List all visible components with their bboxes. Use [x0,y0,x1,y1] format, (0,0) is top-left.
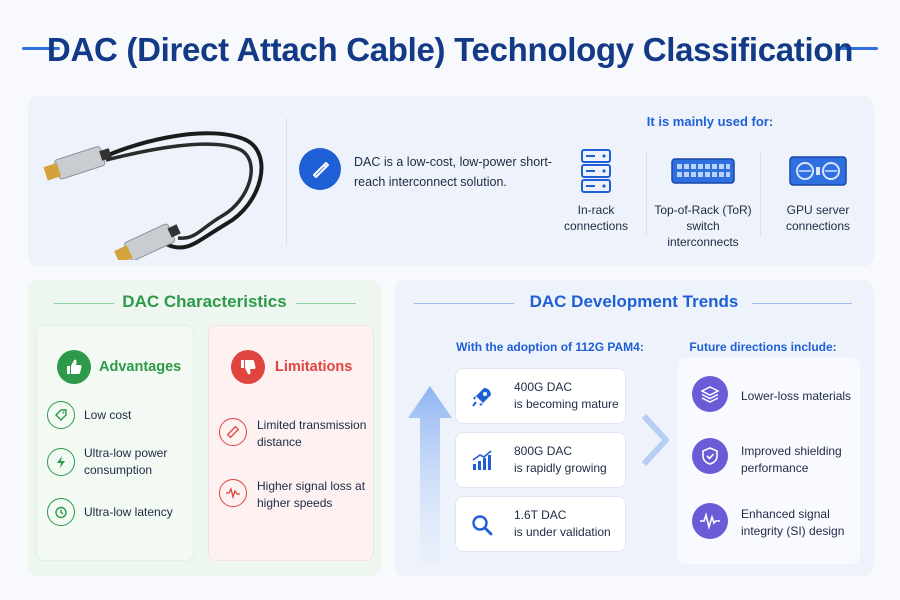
advantages-label: Advantages [99,359,182,375]
dac-cable-image [43,131,264,260]
future-directions-card: Lower-loss materials Improved shielding … [678,358,860,564]
trends-title: DAC Development Trends [529,292,739,311]
stage-status: is rapidly growing [514,461,607,475]
overview-divider [286,118,287,246]
trend-stage-800g: 800G DAC is rapidly growing [455,432,626,488]
usage-item-label: Top-of-Rack (ToR) switch interconnects [654,203,752,249]
future-text: Lower-loss materials [741,389,852,403]
stage-status: is under validation [514,525,611,539]
limitation-text: Limited transmission distance [257,418,367,449]
usage-item-label: In-rack connections [563,203,629,233]
cable-pen-icon [299,148,341,190]
layers-icon [692,376,728,412]
server-rack-icon [546,146,646,196]
chevron-right-icon [641,413,669,467]
thumbs-up-icon [57,350,91,384]
advantage-text: Ultra-low power consumption [84,446,168,477]
usage-item-tor-switch: Top-of-Rack (ToR) switch interconnects [653,146,753,250]
limitations-label: Limitations [275,359,353,375]
timer-icon [47,498,75,526]
signal-wave-icon [219,479,247,507]
stage-name: 1.6T DAC [514,508,567,522]
shield-icon [692,438,728,474]
limitation-text: Higher signal loss at higher speeds [257,479,366,510]
usage-item-in-rack: In-rack connections [546,146,646,234]
stage-name: 400G DAC [514,380,573,394]
advantage-text: Low cost [84,408,132,422]
usage-item-gpu-server: GPU server connections [768,146,868,234]
trend-stage-400g: 400G DAC is becoming mature [455,368,626,424]
title-decoration-left [22,47,60,50]
future-text: Enhanced signal integrity (SI) design [741,507,845,538]
title-decoration-right [840,47,878,50]
page-title: DAC (Direct Attach Cable) Technology Cla… [46,31,854,68]
growth-arrow-icon [408,386,452,564]
rocket-icon [468,383,496,411]
section-line [54,303,114,304]
limitations-card: Limitations Limited transmission distanc… [208,325,374,561]
usage-item-label: GPU server connections [785,203,851,233]
gpu-server-icon [768,146,868,196]
stage-name: 800G DAC [514,444,573,458]
future-text: Improved shielding performance [741,444,842,475]
section-line [296,303,356,304]
usage-divider [646,152,647,236]
section-line [752,303,852,304]
thumbs-down-icon [231,350,265,384]
trend-stage-1-6t: 1.6T DAC is under validation [455,496,626,552]
magnifier-icon [468,511,496,539]
switch-icon [653,146,753,196]
price-tag-icon [47,401,75,429]
advantages-card: Advantages Low cost Ultra-low power cons… [36,325,194,561]
stage-status: is becoming mature [514,397,619,411]
adoption-label: With the adoption of 112G PAM4: [456,340,644,354]
future-label: Future directions include: [689,340,837,354]
usage-divider [760,152,761,236]
ruler-icon [219,418,247,446]
section-line [414,303,514,304]
intro-description: DAC is a low-cost, low-power short-reach… [354,155,552,189]
waveform-icon [692,503,728,539]
advantage-text: Ultra-low latency [84,505,173,519]
power-bolt-icon [47,448,75,476]
growth-chart-icon [468,447,496,475]
usage-heading: It is mainly used for: [646,114,774,129]
characteristics-title: DAC Characteristics [122,292,287,311]
